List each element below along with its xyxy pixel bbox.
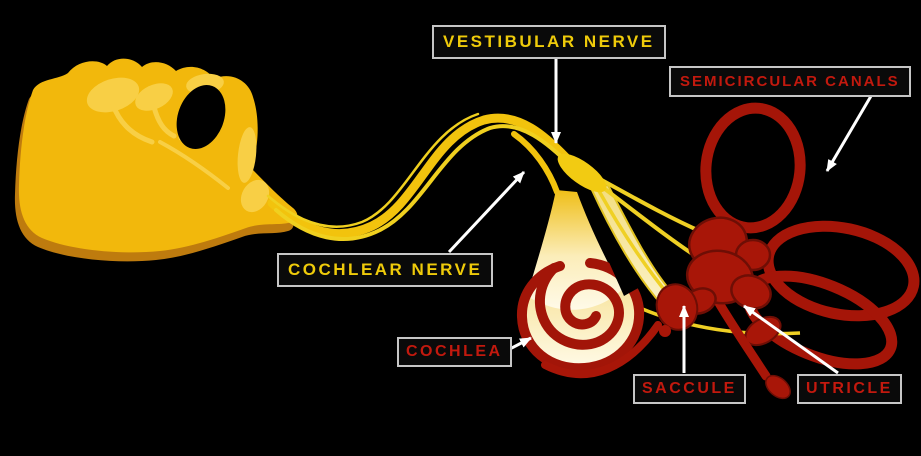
cochlear-nerve-label: COCHLEAR NERVE [277,253,494,287]
utricle-label: UTRICLE [797,374,902,404]
superior-canal [700,102,806,234]
vestibular-ganglion [557,153,607,193]
cochlear-nerve-arrow [447,170,526,254]
cochlear-branch [511,131,560,195]
cochlea-spiral [516,258,645,374]
semicircular-canals-label: SEMICIRCULAR CANALS [669,66,911,97]
utricle-arrow [743,304,839,375]
nerve-fiber-main [267,113,576,238]
endolymphatic-duct [714,298,771,381]
semicircular-canals-label-text: SEMICIRCULAR CANALS [680,73,900,90]
semicircular-canals-arrow [825,95,873,172]
nerve-separation-gap [577,187,640,296]
cochlea-group [516,190,662,379]
nerve-fiber-lower [274,124,575,242]
pointer-arrows [447,56,873,375]
saccule-shape [655,283,699,337]
cochlea-label-text: COCHLEA [406,343,503,360]
nerve-fiber-upper [266,112,480,228]
saccule-label-text: SACCULE [642,380,737,397]
brainstem-foramen-hole [176,85,226,149]
utricle-label-text: UTRICLE [806,380,893,397]
cochlear-nerve-label-text: COCHLEAR NERVE [288,260,483,279]
vestibular-nerve-label-text: VESTIBULAR NERVE [443,32,655,51]
vestibular-nerve-label: VESTIBULAR NERVE [432,25,666,59]
cochlea-label: COCHLEA [397,337,512,367]
vestibulocochlear-nerve-bundle [266,112,576,242]
saccule-label: SACCULE [633,374,746,404]
brainstem-structure [14,58,298,262]
endolymphatic-sac [765,374,791,400]
cochlear-duct-hook [541,321,662,379]
